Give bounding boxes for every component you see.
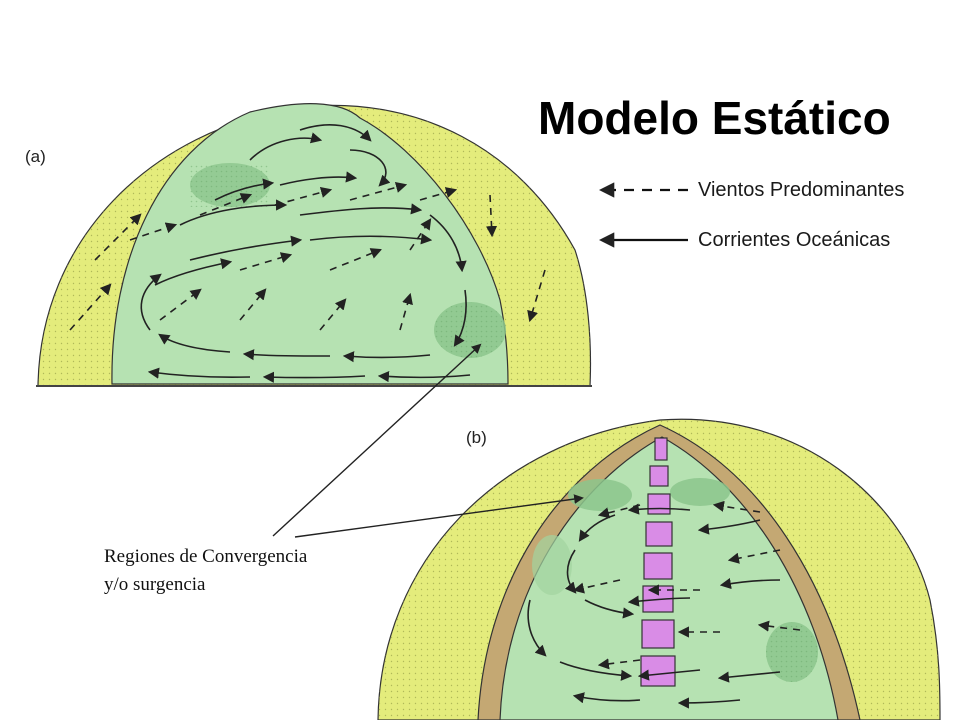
panel-a-wind-arrows [69, 181, 546, 331]
annotation-pointers [272, 343, 584, 538]
panel-b-label: (b) [466, 428, 487, 447]
legend-item-winds: Vientos Predominantes [598, 179, 904, 201]
pointer-to-panel-b [294, 494, 584, 538]
annotation-line-1: Regiones de Convergencia [104, 546, 308, 567]
legend: Vientos Predominantes Corrientes Oceánic… [598, 179, 904, 251]
page-title: Modelo Estático [538, 92, 891, 144]
panel-b-convergence-north [568, 479, 632, 511]
panel-a-current-arrows [140, 124, 471, 383]
panel-a-label: (a) [25, 147, 46, 166]
annotation-line-2: y/o surgencia [104, 574, 206, 595]
panel-b-current-arrows [527, 503, 781, 709]
panel-b-diagram: (b) [377, 418, 941, 720]
pointer-to-panel-a [272, 343, 482, 537]
legend-winds-label: Vientos Predominantes [698, 179, 904, 201]
legend-currents-label: Corrientes Oceánicas [698, 229, 890, 251]
legend-item-currents: Corrientes Oceánicas [598, 229, 890, 251]
panel-a-diagram: (a) [25, 103, 592, 387]
